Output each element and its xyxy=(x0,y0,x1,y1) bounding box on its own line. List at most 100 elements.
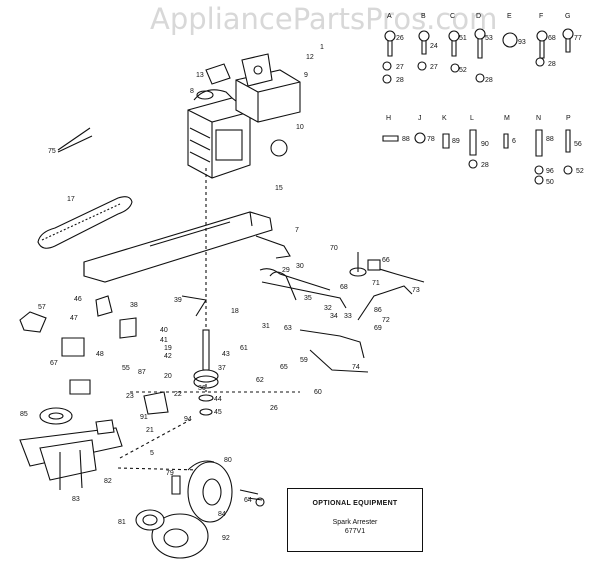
svg-text:90: 90 xyxy=(481,141,489,148)
svg-text:72: 72 xyxy=(382,317,390,324)
svg-text:80: 80 xyxy=(224,457,232,464)
svg-text:52: 52 xyxy=(459,67,467,74)
svg-text:84: 84 xyxy=(218,511,226,518)
svg-text:17: 17 xyxy=(67,196,75,203)
svg-text:H: H xyxy=(386,115,391,122)
svg-text:67: 67 xyxy=(50,360,58,367)
svg-text:59: 59 xyxy=(300,357,308,364)
svg-text:46: 46 xyxy=(74,296,82,303)
svg-text:78: 78 xyxy=(427,136,435,143)
svg-text:18: 18 xyxy=(231,308,239,315)
hardware-chart-drawing xyxy=(382,28,574,185)
optional-equipment-box: OPTIONAL EQUIPMENT Spark Arrester 677V1 xyxy=(287,488,423,552)
svg-text:E: E xyxy=(507,13,512,20)
svg-text:69: 69 xyxy=(374,325,382,332)
svg-text:C: C xyxy=(450,13,455,20)
optional-equipment-title: OPTIONAL EQUIPMENT xyxy=(312,500,398,507)
svg-text:85: 85 xyxy=(20,411,28,418)
svg-text:5: 5 xyxy=(150,450,154,457)
svg-text:86: 86 xyxy=(374,307,382,314)
svg-text:29: 29 xyxy=(282,267,290,274)
svg-text:30: 30 xyxy=(296,263,304,270)
svg-text:63: 63 xyxy=(284,325,292,332)
svg-text:27: 27 xyxy=(396,64,404,71)
svg-text:83: 83 xyxy=(72,496,80,503)
svg-text:93: 93 xyxy=(518,39,526,46)
svg-text:45: 45 xyxy=(214,409,222,416)
svg-text:53: 53 xyxy=(485,35,493,42)
svg-text:70: 70 xyxy=(330,245,338,252)
hardware-letters: A B C D E F G H J K L M N P xyxy=(386,13,571,122)
svg-text:33: 33 xyxy=(344,313,352,320)
svg-text:L: L xyxy=(470,115,474,122)
svg-text:36: 36 xyxy=(198,385,206,392)
svg-text:10: 10 xyxy=(296,124,304,131)
svg-text:38: 38 xyxy=(130,302,138,309)
engine-drawing xyxy=(187,89,251,179)
svg-text:8: 8 xyxy=(190,88,194,95)
drive-belt-drawing xyxy=(37,196,133,249)
svg-text:21: 21 xyxy=(146,427,154,434)
muffler-drawing xyxy=(235,53,301,123)
svg-text:31: 31 xyxy=(262,323,270,330)
svg-text:57: 57 xyxy=(38,304,46,311)
svg-text:65: 65 xyxy=(280,364,288,371)
svg-text:47: 47 xyxy=(70,315,78,322)
frame-plate-drawing xyxy=(83,211,273,283)
svg-text:26: 26 xyxy=(270,405,278,412)
svg-text:55: 55 xyxy=(122,365,130,372)
svg-text:60: 60 xyxy=(314,389,322,396)
svg-text:22: 22 xyxy=(174,391,182,398)
svg-text:66: 66 xyxy=(382,257,390,264)
svg-text:88: 88 xyxy=(402,136,410,143)
svg-text:28: 28 xyxy=(396,77,404,84)
svg-text:52: 52 xyxy=(576,168,584,175)
svg-text:28: 28 xyxy=(548,61,556,68)
svg-text:96: 96 xyxy=(546,168,554,175)
svg-text:92: 92 xyxy=(222,535,230,542)
svg-text:50: 50 xyxy=(546,179,554,186)
svg-text:9: 9 xyxy=(304,72,308,79)
svg-text:19: 19 xyxy=(164,345,172,352)
ring-drawing xyxy=(270,139,288,157)
svg-text:87: 87 xyxy=(138,369,146,376)
svg-text:73: 73 xyxy=(412,287,420,294)
svg-text:68: 68 xyxy=(548,35,556,42)
svg-text:68: 68 xyxy=(340,284,348,291)
svg-text:34: 34 xyxy=(330,313,338,320)
svg-text:48: 48 xyxy=(96,351,104,358)
svg-text:28: 28 xyxy=(485,77,493,84)
svg-text:88: 88 xyxy=(546,136,554,143)
svg-text:56: 56 xyxy=(574,141,582,148)
rear-wheels-drawing xyxy=(135,460,233,559)
svg-text:74: 74 xyxy=(352,364,360,371)
part-callouts: 1 5 7 8 9 10 12 13 15 17 18 19 20 21 22 … xyxy=(20,44,420,542)
svg-text:B: B xyxy=(421,13,426,20)
spark-arrester-label: Spark Arrester xyxy=(332,519,378,526)
svg-text:75: 75 xyxy=(48,148,56,155)
svg-text:81: 81 xyxy=(118,519,126,526)
svg-text:7: 7 xyxy=(295,227,299,234)
gasket-drawing xyxy=(205,63,231,85)
svg-text:N: N xyxy=(536,115,541,122)
svg-text:1: 1 xyxy=(320,44,324,51)
svg-text:20: 20 xyxy=(164,373,172,380)
svg-text:40: 40 xyxy=(160,327,168,334)
svg-text:64: 64 xyxy=(244,497,252,504)
svg-text:79: 79 xyxy=(166,470,174,477)
svg-text:77: 77 xyxy=(574,35,582,42)
svg-text:G: G xyxy=(565,13,570,20)
svg-text:39: 39 xyxy=(174,297,182,304)
center-shaft-drawing xyxy=(181,295,219,416)
svg-text:24: 24 xyxy=(430,43,438,50)
svg-text:41: 41 xyxy=(160,337,168,344)
transmission-drawing xyxy=(19,407,123,490)
svg-text:26: 26 xyxy=(396,35,404,42)
svg-text:51: 51 xyxy=(459,35,467,42)
svg-text:35: 35 xyxy=(304,295,312,302)
svg-text:61: 61 xyxy=(240,345,248,352)
svg-text:6: 6 xyxy=(512,138,516,145)
svg-text:37: 37 xyxy=(218,365,226,372)
